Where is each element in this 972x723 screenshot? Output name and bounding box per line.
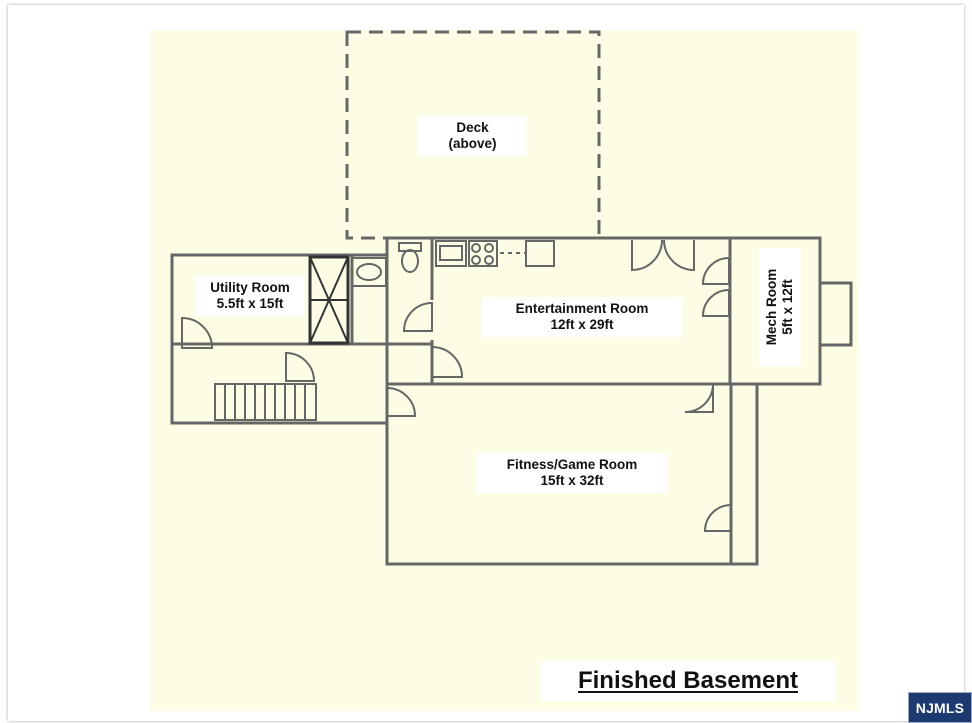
entertainment-room-name: Entertainment Room [515,301,649,316]
door-swings [181,239,732,532]
deck-note: (above) [448,136,497,151]
utility-room-size: 5.5ft x 15ft [216,296,284,311]
mls-logo-text: NJMLS [915,699,965,716]
utility-sink [351,257,387,287]
mech-room-label: Mech Room 5ft x 12ft [759,248,801,366]
utility-room-label: Utility Room 5.5ft x 15ft [195,276,305,316]
fitness-room-label: Fitness/Game Room 15ft x 32ft [476,453,668,493]
plan-title-text: Finished Basement [577,667,799,694]
mech-room-bump [818,281,853,347]
mech-room-name: Mech Room [764,268,779,346]
fitness-room-size: 15ft x 32ft [540,473,604,488]
fitness-room-wall [385,382,759,566]
kitchenette [435,240,555,267]
entertainment-room-label: Entertainment Room 12ft x 29ft [482,297,682,337]
fitness-room-name: Fitness/Game Room [506,457,638,472]
utility-room-name: Utility Room [210,280,290,295]
mls-logo-badge: NJMLS [908,692,972,723]
staircase [214,383,317,421]
entertainment-room-size: 12ft x 29ft [550,317,614,332]
mech-room-size: 5ft x 12ft [780,279,795,335]
deck-label: Deck (above) [418,116,527,156]
toilet [398,242,422,273]
deck-name: Deck [456,120,489,135]
plan-title: Finished Basement [541,661,835,701]
